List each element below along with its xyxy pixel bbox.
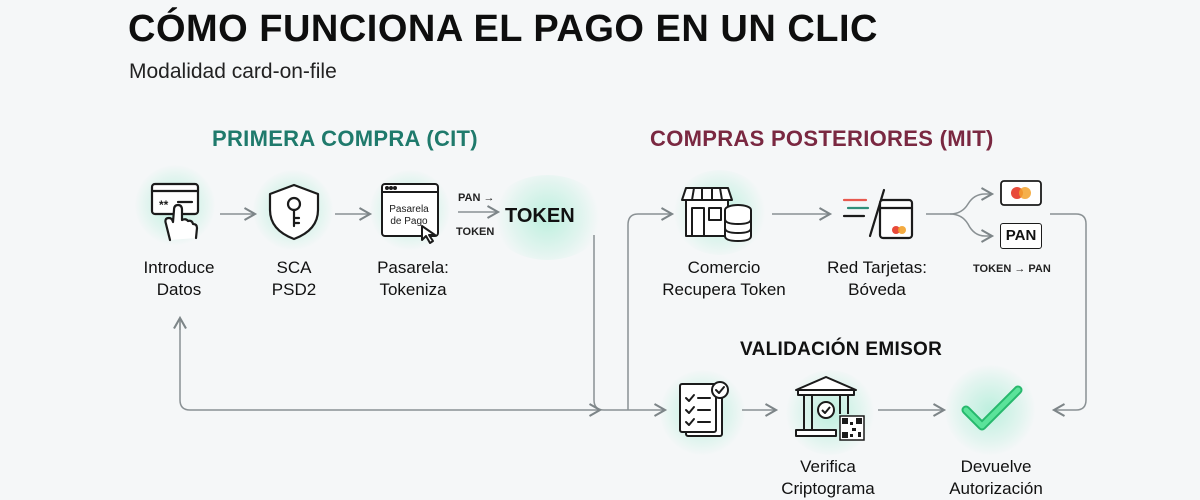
token-glow bbox=[490, 175, 605, 260]
step-sca-line-2: PSD2 bbox=[271, 280, 317, 299]
step-red-line-2: Bóveda bbox=[848, 280, 906, 299]
svg-text:**: ** bbox=[159, 198, 169, 212]
step-devuelve-line-2: Autorización bbox=[949, 479, 1043, 498]
step-devuelve-label: Devuelve Autorización bbox=[916, 456, 1076, 500]
step-pasarela-line-2: Tokeniza bbox=[379, 280, 447, 299]
step-pasarela-line-1: Pasarela: bbox=[377, 258, 449, 277]
section-title-cit: PRIMERA COMPRA (CIT) bbox=[212, 126, 478, 151]
step-pasarela-label: Pasarela: Tokeniza bbox=[333, 257, 493, 301]
card-finger-icon: ** bbox=[150, 182, 200, 242]
token-label: TOKEN bbox=[505, 205, 575, 227]
step-verifica-line-1: Verifica bbox=[800, 457, 856, 476]
step-red-line-1: Red Tarjetas: bbox=[827, 258, 927, 277]
section-title-mit: COMPRAS POSTERIORES (MIT) bbox=[650, 126, 994, 151]
token-arrow-label: TOKEN bbox=[456, 226, 495, 238]
step-sca-label: SCA PSD2 bbox=[214, 257, 374, 301]
step-introduce-label: Introduce Datos bbox=[99, 257, 259, 301]
step-devuelve-line-1: Devuelve bbox=[960, 457, 1032, 476]
store-database-icon bbox=[681, 187, 752, 242]
step-introduce-line-2: Datos bbox=[156, 280, 202, 299]
arrow-to-comercio bbox=[627, 207, 675, 410]
mastercard-card-icon bbox=[1000, 180, 1042, 206]
arrow-red-pan bbox=[949, 213, 995, 243]
payment-gateway-window-icon bbox=[381, 183, 439, 244]
shield-key-icon bbox=[268, 183, 320, 241]
pasarela-icon-text-line-2: de Pago bbox=[390, 216, 428, 227]
step-comercio-line-2: Recupera Token bbox=[662, 280, 786, 299]
step-comercio-line-1: Comercio bbox=[687, 258, 761, 277]
arrow-pan-devuelve bbox=[1050, 213, 1087, 417]
pasarela-icon-text: Pasarela de Pago bbox=[380, 204, 438, 228]
check-glow bbox=[945, 365, 1035, 455]
arrow-red-mastercard bbox=[926, 187, 995, 215]
step-verifica-line-2: Criptograma bbox=[781, 479, 875, 498]
arrow-loop-introduce bbox=[179, 318, 603, 417]
token-pan-label: TOKEN → PAN bbox=[973, 263, 1051, 275]
checklist-document-icon bbox=[679, 381, 729, 437]
pasarela-icon-text-line-1: Pasarela bbox=[389, 204, 429, 215]
authorization-check-icon bbox=[961, 385, 1023, 431]
step-red-label: Red Tarjetas: Bóveda bbox=[797, 257, 957, 301]
step-introduce-line-1: Introduce bbox=[143, 258, 215, 277]
step-verifica-label: Verifica Criptograma bbox=[748, 456, 908, 500]
page-subtitle: Modalidad card-on-file bbox=[129, 60, 337, 83]
pan-arrow-label: PAN → bbox=[458, 192, 495, 204]
vault-card-icon bbox=[842, 188, 914, 240]
page-title: CÓMO FUNCIONA EL PAGO EN UN CLIC bbox=[128, 8, 878, 50]
step-comercio-label: Comercio Recupera Token bbox=[644, 257, 804, 301]
step-sca-line-1: SCA bbox=[276, 258, 312, 277]
pan-box: PAN bbox=[1000, 223, 1042, 249]
section-title-validation: VALIDACIÓN EMISOR bbox=[740, 339, 943, 360]
bank-qr-icon bbox=[795, 376, 865, 441]
